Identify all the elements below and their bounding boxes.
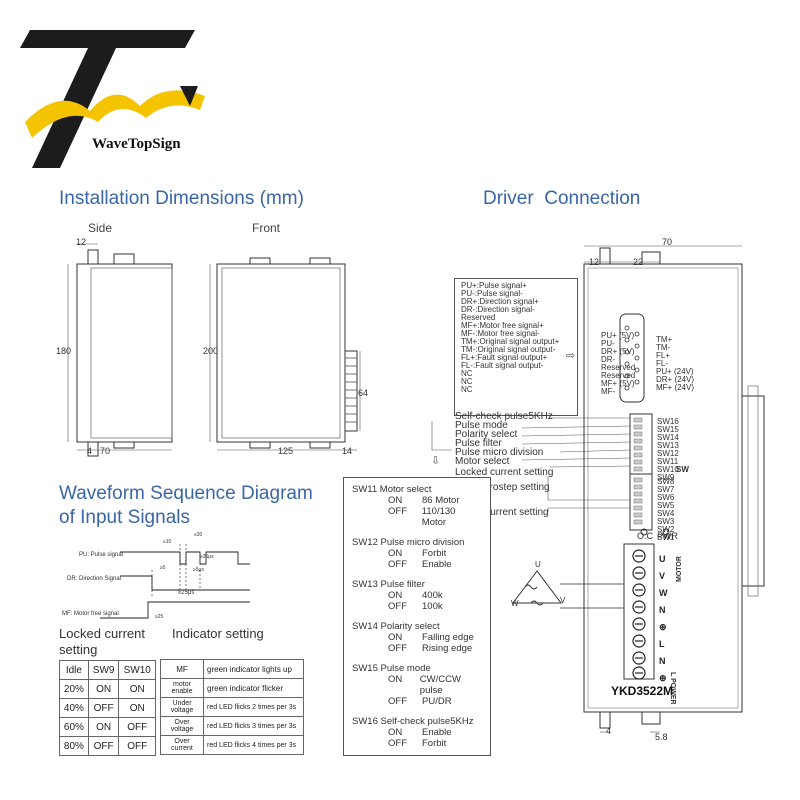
switch-labels-lower: SW8 SW7 SW6 SW5 SW4 SW3 SW2 SW1 [657,477,675,542]
table-row: Under voltage red LED flicks 2 times per… [160,697,304,717]
front-label: Front [252,221,281,235]
logo-mark-icon [20,30,205,168]
indicator-title: Indicator setting [172,626,264,641]
waveform-title-line1: Waveform Sequence Diagram [59,483,313,504]
locked-current-title-line1: Locked current [59,626,145,641]
driver-dim-bottom-b: 5.8 [655,732,668,742]
table-row: 20% ON ON [59,679,156,699]
side-dim-height: 180 [56,346,72,356]
table-row: motor enable green indicator flicker [160,678,304,698]
front-dim-right: 14 [342,446,353,456]
coil-v: V [560,596,566,605]
wave-t2: ≤30 [194,532,203,538]
wave-t3: ≥25μs [178,590,195,596]
arrow-down-icon: ⇩ [431,455,441,467]
table-row: 80% OFF OFF [59,736,156,756]
wave-t7: ≥25 [155,614,164,620]
microstep-label: Microstep setting [474,482,550,493]
brand-name: WaveTopSign [92,136,181,152]
side-label: Side [88,221,113,235]
switch-callouts: Self-check pulse5KHz Pulse mode Polarity… [455,411,554,478]
db-left-pins: PU+ (5V) PU- DR+ (5V) DR- Reserved Reser… [601,331,636,396]
model-label: YKD3522M [611,684,674,698]
table-row: Over current red LED flicks 4 times per … [160,735,304,755]
wave-t6: ≥25μs [200,554,214,560]
wave-dr-label: DR: Direction Signal [67,576,122,582]
db-right-pins: TM+ TM- FL+ FL- PU+ (24V) DR+ (24V) MF+ … [656,335,695,392]
connector-signal-panel: PU+:Pulse signal+ PU-:Pulse signal- DR+:… [454,278,578,416]
table-row: MF green indicator lights up [160,659,304,679]
led-pwr: PWR [657,531,678,541]
driver-drawing [560,245,765,733]
wave-t5: ≥5μs [193,567,204,573]
table-row: Over voltage red LED flicks 3 times per … [160,716,304,736]
installation-title: Installation Dimensions (mm) [59,188,304,209]
side-dim-top: 12 [76,237,87,247]
driver-connection-title: Driver Connection [483,188,641,209]
arrow-right-icon: ⇨ [566,350,576,362]
motor-label: MOTOR [676,556,683,582]
table-row: Idle SW9 SW10 [59,660,156,680]
sw-group-label: SW [676,465,689,474]
connector-block [344,350,358,432]
motor-coil-icon [512,570,562,606]
wave-t1: ≥10 [163,539,172,545]
locked-current-title-line2: setting [59,642,98,657]
wave-mf-label: MF: Motor free signal [62,611,119,617]
locked-current-table: Idle SW9 SW10 20% ON ON 40% OFF ON 60% O… [59,660,156,756]
front-dim-conn: 64 [358,388,369,398]
side-dim-bottom-b: 70 [100,446,111,456]
wave-pu-label: PU: Pulse signal [79,552,124,558]
callout-lines [431,417,631,512]
waveform-diagram [100,544,250,619]
table-row: 60% ON OFF [59,717,156,737]
side-dim-bottom-a: 4 [87,446,93,456]
front-dim-width: 125 [278,446,294,456]
front-dim-height: 200 [203,346,219,356]
driver-dim-width: 70 [662,237,673,247]
driver-dim-b: 22 [633,257,644,267]
switch-labels-upper: SW16 SW15 SW14 SW13 SW12 SW11 SW10 SW9 [657,417,679,482]
current-label: Current setting [483,507,549,518]
driver-dim-a: 12 [589,257,600,267]
terminal-labels: U V W N ⊕ L N ⊕ [659,554,668,683]
table-row: 40% OFF ON [59,698,156,718]
led-oc: O.C [637,531,654,541]
waveform-title-line2: of Input Signals [59,507,190,528]
driver-dim-bottom-a: 4 [606,726,612,736]
coil-w: W [511,599,519,608]
installation-drawing [67,243,361,457]
wave-t4: ≥5 [160,565,166,571]
logo [20,26,220,176]
coil-u: U [535,560,541,569]
indicator-table: MF green indicator lights up motor enabl… [160,659,304,755]
